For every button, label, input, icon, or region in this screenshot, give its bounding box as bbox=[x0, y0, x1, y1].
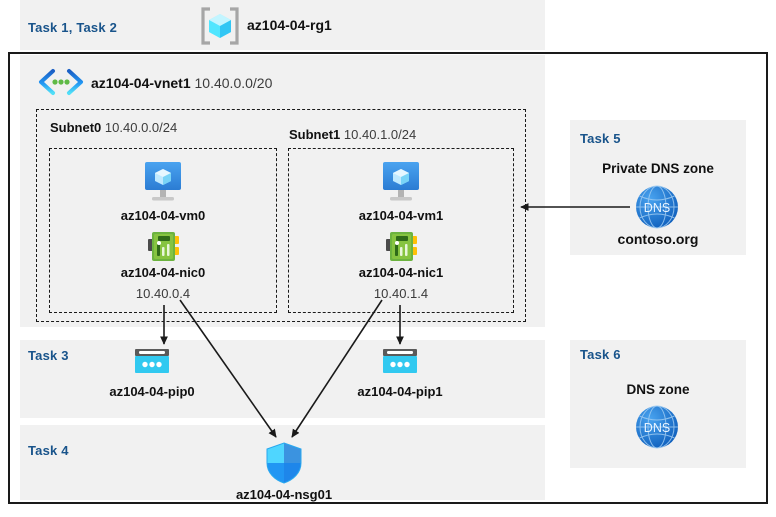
network-interface-icon bbox=[386, 231, 418, 263]
public-ip-panel bbox=[20, 340, 545, 418]
private-dns-title: Private DNS zone bbox=[602, 161, 714, 176]
subnet1-title: Subnet1 10.40.1.0/24 bbox=[289, 127, 416, 142]
nic1-ip: 10.40.1.4 bbox=[373, 286, 429, 301]
network-security-group-icon bbox=[264, 441, 304, 485]
network-interface-icon bbox=[148, 231, 180, 263]
subnet0-name: Subnet0 bbox=[50, 120, 102, 135]
task-label-4: Task 4 bbox=[28, 443, 69, 458]
svg-text:DNS: DNS bbox=[644, 421, 670, 435]
dns-zone-title: DNS zone bbox=[626, 382, 690, 397]
subnet1-cidr: 10.40.1.0/24 bbox=[343, 127, 417, 142]
nic1-name: az104-04-nic1 bbox=[358, 265, 444, 280]
vnet-panel bbox=[20, 55, 545, 327]
public-ip-address-icon bbox=[382, 348, 418, 378]
task-label-1-2: Task 1, Task 2 bbox=[28, 20, 118, 35]
pip1-name: az104-04-pip1 bbox=[357, 384, 443, 399]
nic0-name: az104-04-nic0 bbox=[120, 265, 206, 280]
nsg-name: az104-04-nsg01 bbox=[235, 487, 333, 502]
subnet0-resources-box bbox=[49, 148, 277, 313]
nic0-ip: 10.40.0.4 bbox=[135, 286, 191, 301]
virtual-machine-icon bbox=[135, 160, 191, 206]
svg-text:DNS: DNS bbox=[644, 201, 670, 215]
dns-zone-icon: DNS bbox=[634, 404, 680, 450]
subnet1-resources-box bbox=[288, 148, 514, 313]
public-ip-address-icon bbox=[134, 348, 170, 378]
dns-zone-icon: DNS bbox=[634, 184, 680, 230]
pip0-name: az104-04-pip0 bbox=[109, 384, 195, 399]
vnet-title: az104-04-vnet1 10.40.0.0/20 bbox=[91, 75, 272, 91]
virtual-network-icon bbox=[36, 68, 86, 96]
virtual-machine-icon bbox=[373, 160, 429, 206]
task-label-5: Task 5 bbox=[580, 131, 621, 146]
subnet0-cidr: 10.40.0.0/24 bbox=[104, 120, 178, 135]
task-label-6: Task 6 bbox=[580, 347, 621, 362]
private-dns-name: contoso.org bbox=[617, 231, 699, 247]
vnet-name: az104-04-vnet1 bbox=[91, 75, 191, 91]
subnet0-title: Subnet0 10.40.0.0/24 bbox=[50, 120, 177, 135]
subnet1-name: Subnet1 bbox=[289, 127, 341, 142]
resource-group-header-panel bbox=[20, 0, 545, 50]
vm0-name: az104-04-vm0 bbox=[120, 208, 206, 223]
task-label-3: Task 3 bbox=[28, 348, 69, 363]
resource-group-icon bbox=[199, 6, 241, 46]
diagram-outer-frame bbox=[8, 52, 768, 504]
vnet-address-space: 10.40.0.0/20 bbox=[194, 75, 273, 91]
vm1-name: az104-04-vm1 bbox=[358, 208, 444, 223]
subnets-container bbox=[36, 109, 526, 322]
resource-group-name: az104-04-rg1 bbox=[247, 17, 332, 33]
